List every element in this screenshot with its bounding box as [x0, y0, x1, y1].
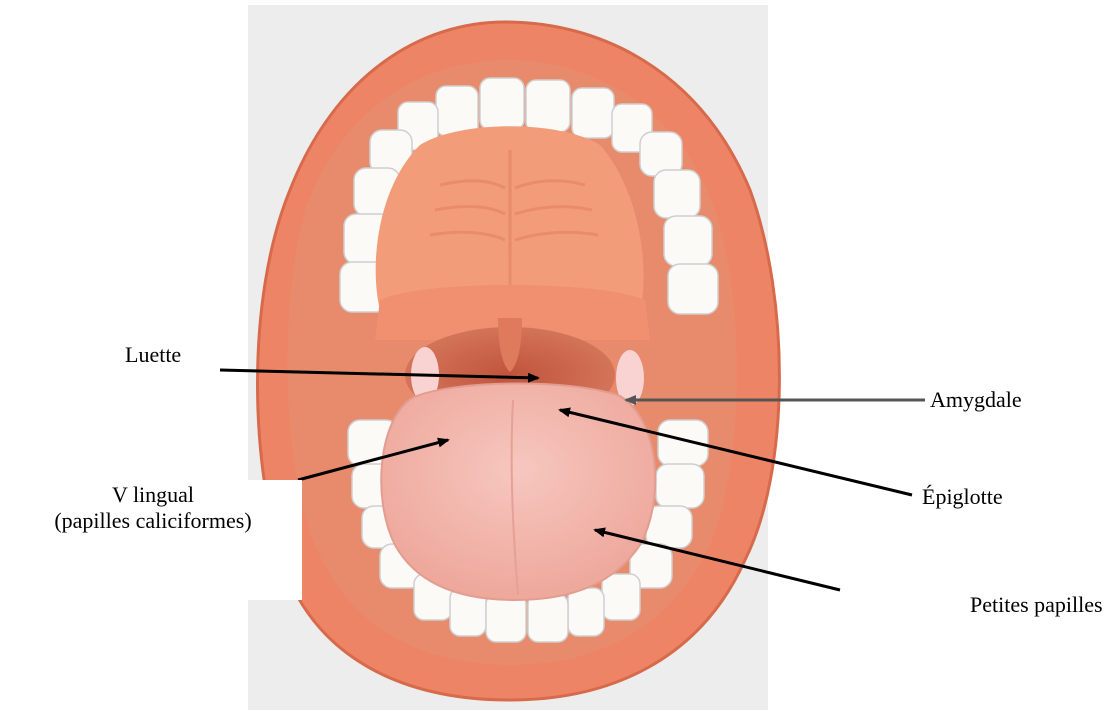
label-amygdale: Amygdale [926, 385, 1026, 415]
label-luette: Luette [125, 342, 181, 368]
tongue [381, 383, 655, 600]
label-petites-papilles: Petites papilles [966, 590, 1114, 638]
label-v-lingual: V lingual (papilles caliciformes) [4, 480, 302, 600]
label-v-lingual-line1: V lingual [8, 482, 298, 508]
label-epiglotte: Épiglotte [918, 482, 1007, 512]
label-v-lingual-line2: (papilles caliciformes) [8, 508, 298, 534]
